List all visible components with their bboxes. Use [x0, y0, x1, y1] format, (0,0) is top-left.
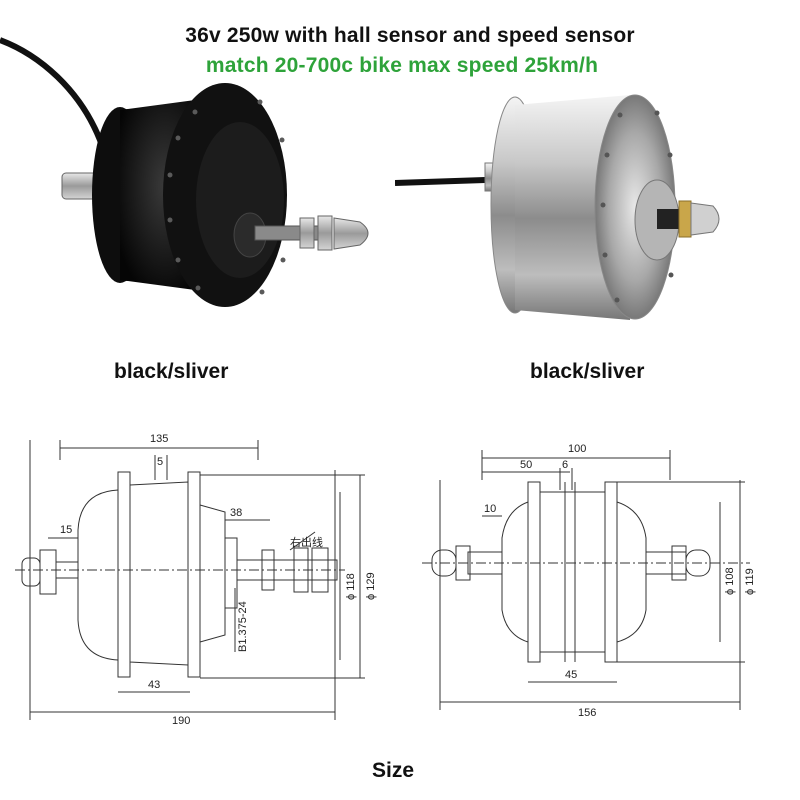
- cable-note: 右出线: [290, 535, 323, 549]
- dim-phi108: ϕ 108: [724, 567, 736, 595]
- dim-phi119: ϕ 119: [744, 568, 756, 595]
- dim-6: 6: [562, 459, 568, 471]
- caption-black-sliver-right: black/sliver: [530, 360, 645, 383]
- dim-100: 100: [568, 443, 586, 455]
- caption-black-sliver: black/sliver: [114, 360, 229, 383]
- dim-50: 50: [520, 459, 532, 471]
- title-line-1: 36v 250w with hall sensor and speed sens…: [185, 24, 635, 47]
- dim-phi129: ϕ 129: [365, 572, 377, 600]
- dim-phi118: ϕ 118: [345, 573, 357, 600]
- dim-10: 10: [484, 503, 496, 515]
- dim-5: 5: [157, 456, 163, 468]
- cable: [0, 37, 113, 171]
- dim-38: 38: [230, 507, 242, 519]
- cable: [395, 177, 486, 186]
- dim-135: 135: [150, 433, 168, 445]
- silver-hub-motor-photo: [395, 94, 720, 320]
- title-line-2: match 20-700c bike max speed 25km/h: [205, 54, 599, 77]
- technical-drawing-right: 100 50 6 10 45 156 ϕ 108 ϕ 119: [422, 443, 756, 719]
- technical-drawing-left: 135 5 15 38 43 190 右出线 ϕ 118 ϕ 129 B1.37…: [15, 433, 377, 727]
- dim-15: 15: [60, 524, 72, 536]
- size-label: Size: [372, 759, 415, 782]
- cap-nut-right: [333, 217, 369, 250]
- cap-nut-right: [690, 202, 720, 236]
- black-hub-motor-photo: [0, 37, 369, 307]
- dim-156: 156: [578, 707, 596, 719]
- dim-190: 190: [172, 715, 190, 727]
- dim-thread: B1.375-24: [237, 601, 249, 652]
- dim-45: 45: [565, 669, 577, 681]
- dim-43: 43: [148, 679, 160, 691]
